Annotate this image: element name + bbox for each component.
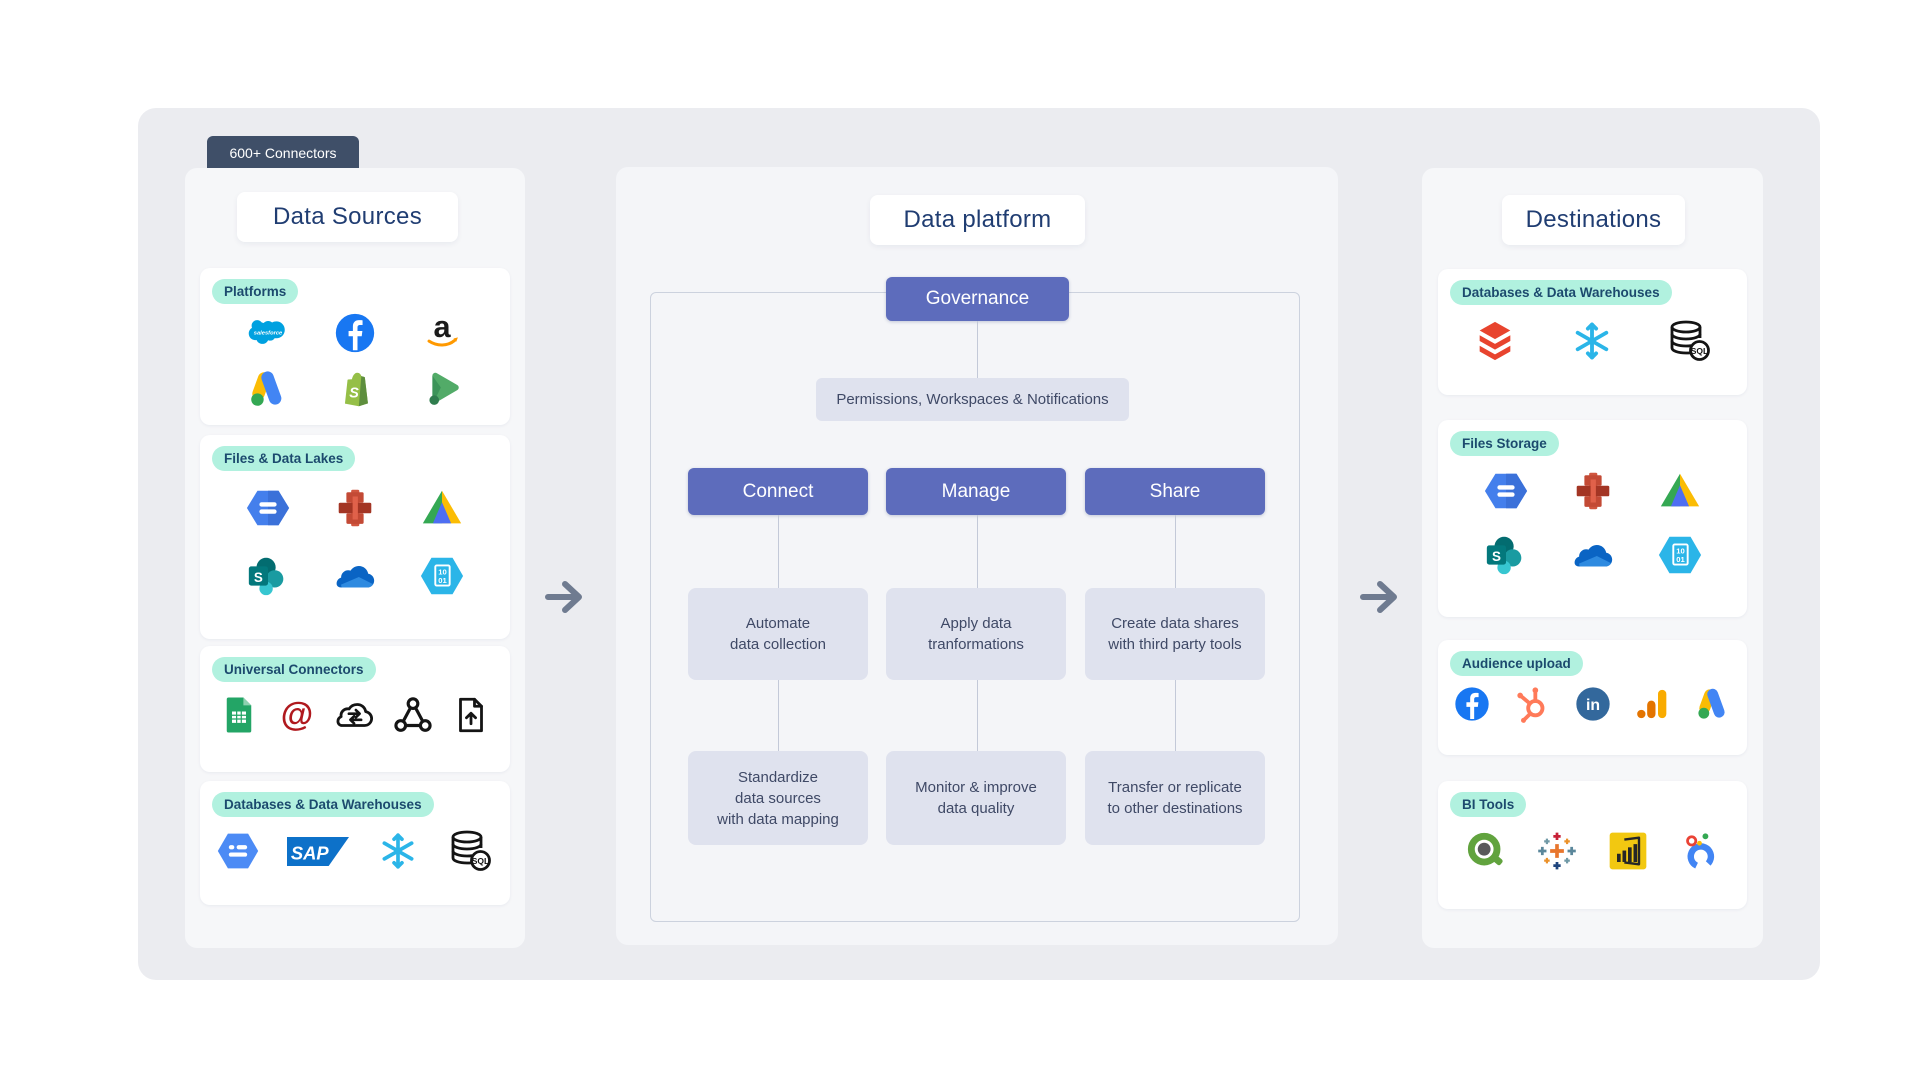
salesforce-icon: [245, 310, 291, 356]
hubspot-icon: [1512, 684, 1552, 724]
automate-data-collection-box: Automate data collection: [688, 588, 868, 680]
facebook-icon: [332, 310, 378, 356]
google-ads-icon: [1693, 684, 1733, 724]
databases-warehouses-label: Databases & Data Warehouses: [212, 792, 434, 817]
connector-line: [976, 515, 978, 588]
dest-databases-label: Databases & Data Warehouses: [1450, 280, 1672, 305]
file-upload-icon: [450, 694, 492, 736]
transfer-replicate-box: Transfer or replicate to other destinati…: [1085, 751, 1265, 845]
permissions-box: Permissions, Workspaces & Notifications: [816, 378, 1129, 421]
flow-arrow-icon: [543, 575, 589, 619]
tableau-icon: [1535, 829, 1579, 873]
destinations-panel: Destinations Databases & Data Warehouses…: [1422, 168, 1763, 948]
onedrive-icon: [332, 553, 378, 599]
data-sources-panel: Data Sources Platforms Files & Data Lake…: [185, 168, 525, 948]
connector-line: [1174, 680, 1176, 751]
connect-button: Connect: [688, 468, 868, 515]
google-sheets-icon: [218, 694, 260, 736]
amazon-icon: [419, 310, 465, 356]
platforms-label: Platforms: [212, 279, 299, 304]
google-analytics-icon: [1633, 684, 1673, 724]
connector-line: [976, 321, 978, 378]
google-play-icon: [419, 366, 465, 412]
bi-tools-card: BI Tools: [1438, 781, 1747, 909]
destinations-title: Destinations: [1502, 195, 1685, 245]
sharepoint-icon: [1483, 532, 1529, 578]
google-cloud-storage-icon: [1483, 468, 1529, 514]
sql-database-icon: [1665, 317, 1713, 365]
data-platform-title: Data platform: [870, 195, 1085, 245]
google-ads-icon: [245, 366, 291, 412]
power-bi-icon: [1606, 829, 1650, 873]
apply-data-transformations-box: Apply data tranformations: [886, 588, 1066, 680]
sap-icon: [287, 835, 349, 868]
databases-warehouses-card: Databases & Data Warehouses: [200, 781, 510, 905]
files-storage-label: Files Storage: [1450, 431, 1559, 456]
data-platform-panel: Data platform Governance Permissions, Wo…: [616, 167, 1338, 945]
connector-line: [777, 680, 779, 751]
dest-databases-card: Databases & Data Warehouses: [1438, 269, 1747, 395]
universal-connectors-label: Universal Connectors: [212, 657, 376, 682]
looker-icon: [1677, 829, 1721, 873]
bigquery-icon: [216, 829, 260, 873]
google-drive-icon: [1657, 468, 1703, 514]
platforms-card: Platforms: [200, 268, 510, 425]
snowflake-icon: [1570, 319, 1614, 363]
linkedin-icon: [1573, 684, 1613, 724]
shopify-icon: [332, 366, 378, 412]
mailgun-icon: [276, 694, 318, 736]
webhook-icon: [392, 694, 434, 736]
snowflake-icon: [377, 830, 419, 872]
share-button: Share: [1085, 468, 1265, 515]
amazon-s3-icon: [332, 485, 378, 531]
create-data-shares-box: Create data shares with third party tool…: [1085, 588, 1265, 680]
connector-line: [777, 515, 779, 588]
connector-line: [1174, 515, 1176, 588]
databricks-icon: [1472, 318, 1518, 364]
bi-tools-label: BI Tools: [1450, 792, 1527, 817]
google-drive-icon: [419, 485, 465, 531]
google-cloud-storage-icon: [245, 485, 291, 531]
files-data-lakes-card: Files & Data Lakes: [200, 435, 510, 639]
azure-data-lake-icon: [1657, 532, 1703, 578]
data-sources-title: Data Sources: [237, 192, 458, 242]
universal-connectors-card: Universal Connectors: [200, 646, 510, 772]
connectors-count-badge: 600+ Connectors: [207, 136, 359, 169]
governance-button: Governance: [886, 277, 1069, 321]
onedrive-icon: [1570, 532, 1616, 578]
standardize-data-sources-box: Standardize data sources with data mappi…: [688, 751, 868, 845]
sql-database-icon: [446, 827, 494, 875]
facebook-icon: [1452, 684, 1492, 724]
amazon-s3-icon: [1570, 468, 1616, 514]
azure-data-lake-icon: [419, 553, 465, 599]
manage-button: Manage: [886, 468, 1066, 515]
cloud-sync-icon: [334, 694, 376, 736]
files-data-lakes-label: Files & Data Lakes: [212, 446, 356, 471]
sharepoint-icon: [245, 553, 291, 599]
audience-upload-card: Audience upload: [1438, 640, 1747, 755]
audience-upload-label: Audience upload: [1450, 651, 1583, 676]
flow-arrow-icon: [1358, 575, 1404, 619]
qlik-icon: [1464, 829, 1508, 873]
connector-line: [976, 680, 978, 751]
monitor-data-quality-box: Monitor & improve data quality: [886, 751, 1066, 845]
files-storage-card: Files Storage: [1438, 420, 1747, 617]
